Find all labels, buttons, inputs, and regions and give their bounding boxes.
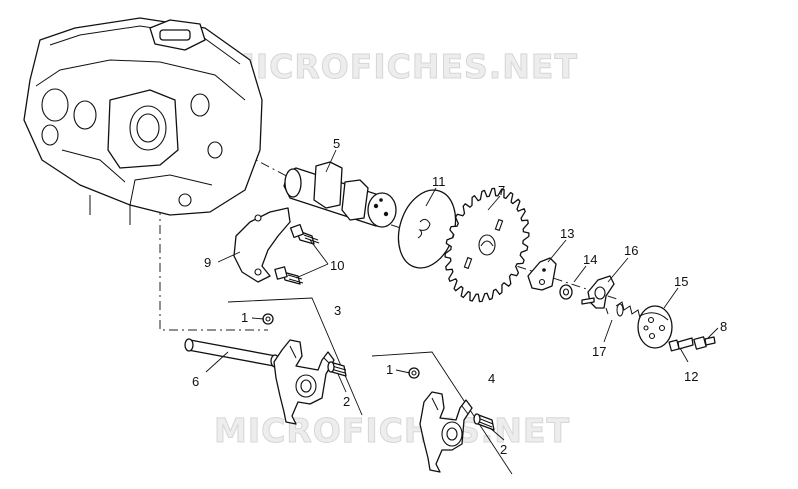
- callout-10: 10: [330, 258, 344, 273]
- callout-6: 6: [192, 374, 199, 389]
- callout-2-upper: 2: [343, 394, 350, 409]
- watermark-bottom: MICROFICHES.NET: [214, 411, 570, 450]
- callout-2-lower: 2: [500, 442, 507, 457]
- part-14-bushing: [559, 284, 573, 300]
- callout-16: 16: [624, 243, 638, 258]
- callout-1-upper: 1: [241, 310, 248, 325]
- part-6-rocker-shaft: [184, 338, 280, 368]
- callout-13: 13: [560, 226, 574, 241]
- part-16-decompressor-lever: [581, 275, 615, 315]
- callout-3: 3: [334, 303, 341, 318]
- part-15-cover-cap: [637, 305, 673, 349]
- part-8-screw: [693, 336, 716, 350]
- part-3-rocker-arm: [227, 297, 363, 425]
- callout-9: 9: [204, 255, 211, 270]
- callout-4: 4: [488, 371, 495, 386]
- callouts: 5 11 7 13 14 16 15 8 12 17 9 10 3 1 6 2 …: [192, 136, 727, 457]
- part-13-decompressor-weight: [527, 257, 557, 291]
- callout-12: 12: [684, 369, 698, 384]
- callout-11: 11: [432, 174, 446, 189]
- watermark-top: MICROFICHES.NET: [222, 47, 578, 86]
- callout-8: 8: [720, 319, 727, 334]
- callout-1-lower: 1: [386, 362, 393, 377]
- part-7-cam-sprocket: [444, 187, 530, 303]
- callout-5: 5: [333, 136, 340, 151]
- leader-lines: [205, 149, 719, 441]
- part-12-screw: [668, 337, 694, 352]
- callout-7: 7: [498, 183, 505, 198]
- cylinder-head: [23, 17, 263, 225]
- part-9-bracket: [233, 207, 291, 283]
- part-5-camshaft: [283, 161, 397, 228]
- callout-15: 15: [674, 274, 688, 289]
- callout-17: 17: [592, 344, 606, 359]
- part-4-rocker-arm: [371, 351, 513, 475]
- callout-14: 14: [583, 252, 597, 267]
- part-10-screws: [274, 223, 320, 285]
